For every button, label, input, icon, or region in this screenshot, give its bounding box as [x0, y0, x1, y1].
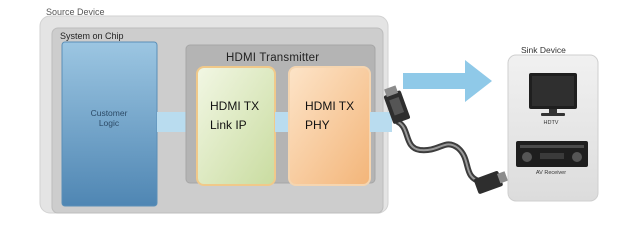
sink-device-label: Sink Device	[521, 45, 566, 55]
av-receiver-label: AV Receiver	[535, 170, 567, 176]
link-phy-connector	[275, 112, 289, 132]
phy-port-connector	[370, 112, 392, 132]
signal-arrow	[403, 60, 492, 102]
link-ip-label: HDMI TX Link IP	[210, 99, 260, 132]
customer-logic-label: Customer Logic	[90, 108, 128, 128]
diagram-graphics	[39, 15, 599, 214]
hdmi-cable-highlight	[397, 121, 483, 183]
av-receiver-icon	[516, 141, 588, 167]
logic-connector	[157, 112, 187, 132]
tx-phy-label: HDMI TX PHY	[305, 99, 355, 132]
sink-hdmi-plug	[473, 171, 508, 194]
hdmi-block-diagram: Source Device System on Chip Customer Lo…	[39, 7, 599, 214]
hdtv-icon	[529, 73, 577, 116]
source-hdmi-plug	[383, 85, 410, 124]
hdmi-transmitter-label: HDMI Transmitter	[226, 52, 320, 64]
system-on-chip-label: System on Chip	[60, 31, 124, 41]
source-device-label: Source Device	[46, 7, 105, 17]
hdtv-label: HDTV	[543, 120, 559, 126]
